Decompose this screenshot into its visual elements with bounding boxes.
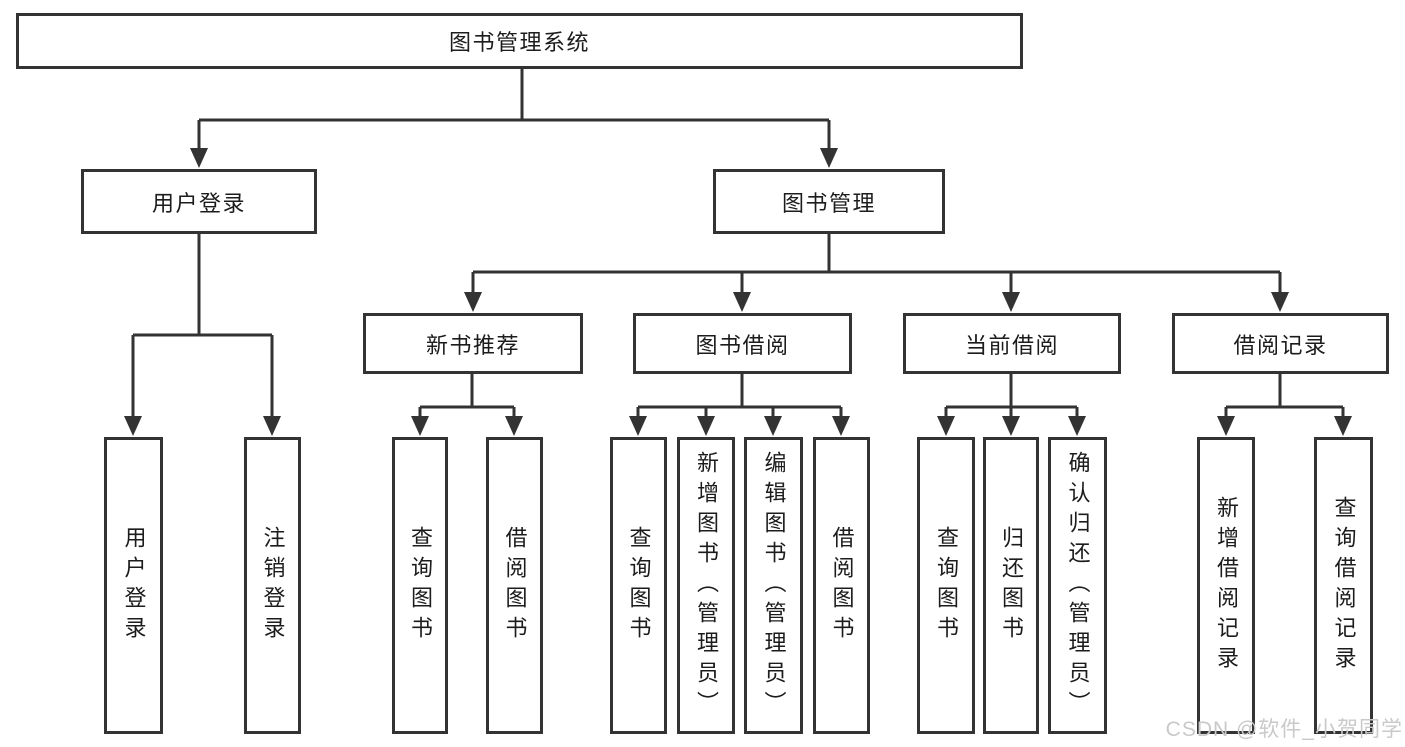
node-label: 新增借阅记录: [1214, 495, 1239, 676]
node-add-books-admin: 新增图书（管理员）: [677, 437, 735, 734]
node-label: 注销登录: [260, 525, 286, 646]
node-logout: 注销登录: [244, 437, 301, 734]
node-label: 图书借阅: [695, 332, 790, 358]
node-label: 图书管理系统: [448, 30, 590, 55]
node-return-books: 归还图书: [983, 437, 1039, 734]
node-query-books-borrow: 查询图书: [610, 437, 667, 734]
node-query-books-current: 查询图书: [917, 437, 975, 734]
arrowhead-icon: [411, 416, 429, 436]
arrowhead-icon: [1068, 416, 1086, 436]
arrowhead-icon: [937, 416, 955, 436]
arrowhead-icon: [505, 416, 523, 436]
node-add-borrow-record: 新增借阅记录: [1197, 437, 1255, 734]
node-label: 当前借阅: [964, 332, 1059, 358]
node-book-borrow: 图书借阅: [633, 313, 852, 374]
csdn-watermark: CSDN @软件_小贺同学: [1165, 718, 1403, 741]
node-new-book-rec: 新书推荐: [363, 313, 583, 374]
connector: [133, 234, 272, 337]
node-label: 借阅记录: [1233, 332, 1328, 358]
arrowhead-icon: [1002, 292, 1020, 312]
arrowhead-icon: [820, 148, 838, 168]
arrowhead-icon: [697, 416, 715, 436]
node-edit-books-admin: 编辑图书（管理员）: [744, 437, 803, 734]
node-current-borrow: 当前借阅: [903, 313, 1121, 374]
node-borrow-records: 借阅记录: [1172, 313, 1389, 374]
node-borrow-books-borrow: 借阅图书: [813, 437, 870, 734]
connector: [946, 374, 1077, 409]
connector: [420, 374, 514, 409]
node-borrow-books-rec: 借阅图书: [486, 437, 543, 734]
node-label: 编辑图书（管理员）: [761, 450, 787, 721]
node-label: 查询图书: [408, 525, 433, 646]
node-label: 借阅图书: [502, 525, 528, 646]
node-user-login: 用户登录: [104, 437, 163, 734]
node-label: 查询借阅记录: [1331, 495, 1357, 676]
node-confirm-return-admin: 确认归还（管理员）: [1048, 437, 1107, 734]
arrowhead-icon: [629, 416, 647, 436]
connector: [1226, 374, 1343, 409]
arrowhead-icon: [1217, 416, 1235, 436]
arrowhead-icon: [1334, 416, 1352, 436]
node-label: 用户登录: [151, 190, 246, 216]
arrowhead-icon: [733, 292, 751, 312]
node-label: 查询图书: [626, 525, 652, 646]
arrowhead-icon: [190, 148, 208, 168]
arrowhead-icon: [764, 416, 782, 436]
arrowhead-icon: [832, 416, 850, 436]
connector: [638, 374, 841, 409]
arrowhead-icon: [263, 416, 281, 436]
node-label: 查询图书: [934, 525, 959, 646]
node-book-mgmt: 图书管理: [713, 169, 945, 234]
node-label: 新增图书（管理员）: [694, 450, 719, 721]
node-label: 归还图书: [999, 525, 1024, 646]
arrowheads: [124, 148, 1352, 436]
node-label: 用户登录: [121, 525, 147, 646]
node-label: 确认归还（管理员）: [1065, 450, 1091, 721]
connector: [473, 234, 1280, 274]
node-label: 图书管理: [781, 190, 876, 216]
node-query-books-rec: 查询图书: [392, 437, 448, 734]
arrowhead-icon: [1002, 416, 1020, 436]
node-label: 新书推荐: [425, 332, 520, 358]
node-root: 图书管理系统: [16, 13, 1023, 69]
arrowhead-icon: [464, 292, 482, 312]
arrowhead-icon: [1271, 292, 1289, 312]
connector: [199, 69, 829, 122]
node-label: 借阅图书: [829, 525, 855, 646]
node-query-borrow-record: 查询借阅记录: [1314, 437, 1373, 734]
node-user-login-branch: 用户登录: [81, 169, 317, 234]
arrowhead-icon: [124, 416, 142, 436]
